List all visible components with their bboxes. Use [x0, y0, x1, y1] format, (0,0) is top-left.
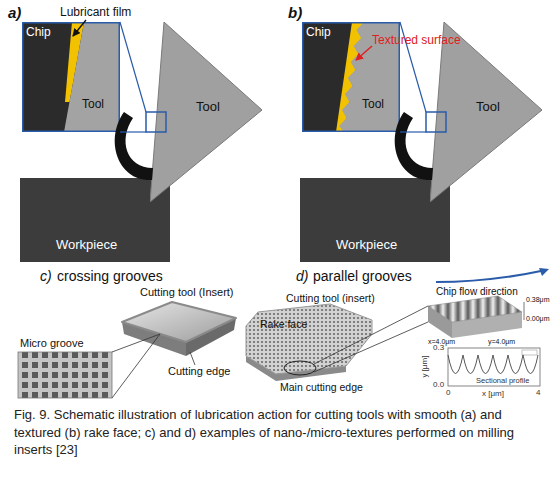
- panel-title: parallel grooves: [313, 268, 412, 284]
- workpiece-label: Workpiece: [56, 238, 117, 253]
- chip-flow-arrowhead: [539, 268, 549, 276]
- chip-flow-arrow: [436, 270, 546, 282]
- plot-legend-box: [522, 350, 537, 355]
- plot-label: Sectional profile: [476, 377, 529, 386]
- panel-letter: a): [8, 4, 21, 21]
- sectional-profile-curve: [448, 355, 538, 374]
- axis-tick: 0.3: [433, 343, 444, 352]
- part-label: Cutting edge: [168, 365, 230, 378]
- chip-label: Chip: [306, 26, 331, 40]
- panel-title: crossing grooves: [57, 268, 163, 284]
- plot-frame: [448, 348, 540, 386]
- chip-label: Chip: [26, 26, 51, 40]
- micro-groove-texture: [18, 352, 112, 398]
- axis-tick: 0.0: [433, 380, 444, 389]
- insert-rake-face: [122, 302, 236, 342]
- inset-box: ChipTool: [22, 22, 120, 132]
- part-label: Micro groove: [20, 337, 84, 350]
- tool-label: Tool: [362, 98, 384, 112]
- surface-3d-texture: [428, 296, 522, 322]
- chip: [395, 112, 433, 180]
- tool-label: Tool: [476, 100, 500, 115]
- direction-label: Chip flow direction: [436, 286, 518, 298]
- dimension-label: 0.00μm: [526, 315, 550, 323]
- leader-line: [314, 306, 428, 364]
- inset-frame: [23, 23, 120, 132]
- inset-background: [22, 22, 120, 132]
- dimension-label: 0.38μm: [526, 296, 550, 304]
- part-label: Main cutting edge: [280, 381, 363, 393]
- dimension-label: y=4.0μm: [488, 338, 515, 346]
- part-label: Cutting tool (insert): [286, 292, 375, 304]
- tool-label: Tool: [196, 100, 220, 115]
- tool-triangle: [150, 22, 262, 202]
- zoom-line: [120, 22, 146, 112]
- panel-letter: d): [296, 268, 308, 284]
- insert-rake-face: [246, 304, 372, 374]
- leader-line: [190, 352, 195, 365]
- axis-title: y [μm]: [420, 356, 429, 378]
- callout-label: Lubricant film: [60, 6, 131, 20]
- callout-label: Textured surface: [372, 34, 461, 48]
- workpiece-block: Workpiece: [300, 178, 450, 262]
- part-label: Rake face: [260, 318, 307, 330]
- tool-label: Tool: [82, 98, 104, 112]
- panel-letter: b): [288, 4, 302, 21]
- axis-tick: 0: [446, 388, 450, 397]
- leader-line: [314, 322, 428, 372]
- tool-shape: Tool: [150, 22, 262, 202]
- panel-letter: c): [40, 268, 52, 284]
- workpiece-label: Workpiece: [336, 238, 397, 253]
- scale-bar: [524, 302, 525, 320]
- axis-tick: 4: [536, 388, 540, 397]
- axis-title: x [μm]: [482, 389, 504, 398]
- figure-caption: Fig. 9. Schematic illustration of lubric…: [14, 406, 546, 459]
- tool-shape: Tool: [430, 22, 542, 202]
- edge-highlight: [284, 361, 316, 375]
- zoom-line: [400, 131, 426, 132]
- leader-line: [112, 334, 160, 398]
- chip: [115, 112, 153, 180]
- tool-section: [64, 22, 120, 132]
- workpiece-block: Workpiece: [20, 178, 170, 262]
- part-label: Cutting tool (Insert): [140, 286, 234, 299]
- zoom-line: [120, 131, 146, 132]
- tool-triangle: [430, 22, 542, 202]
